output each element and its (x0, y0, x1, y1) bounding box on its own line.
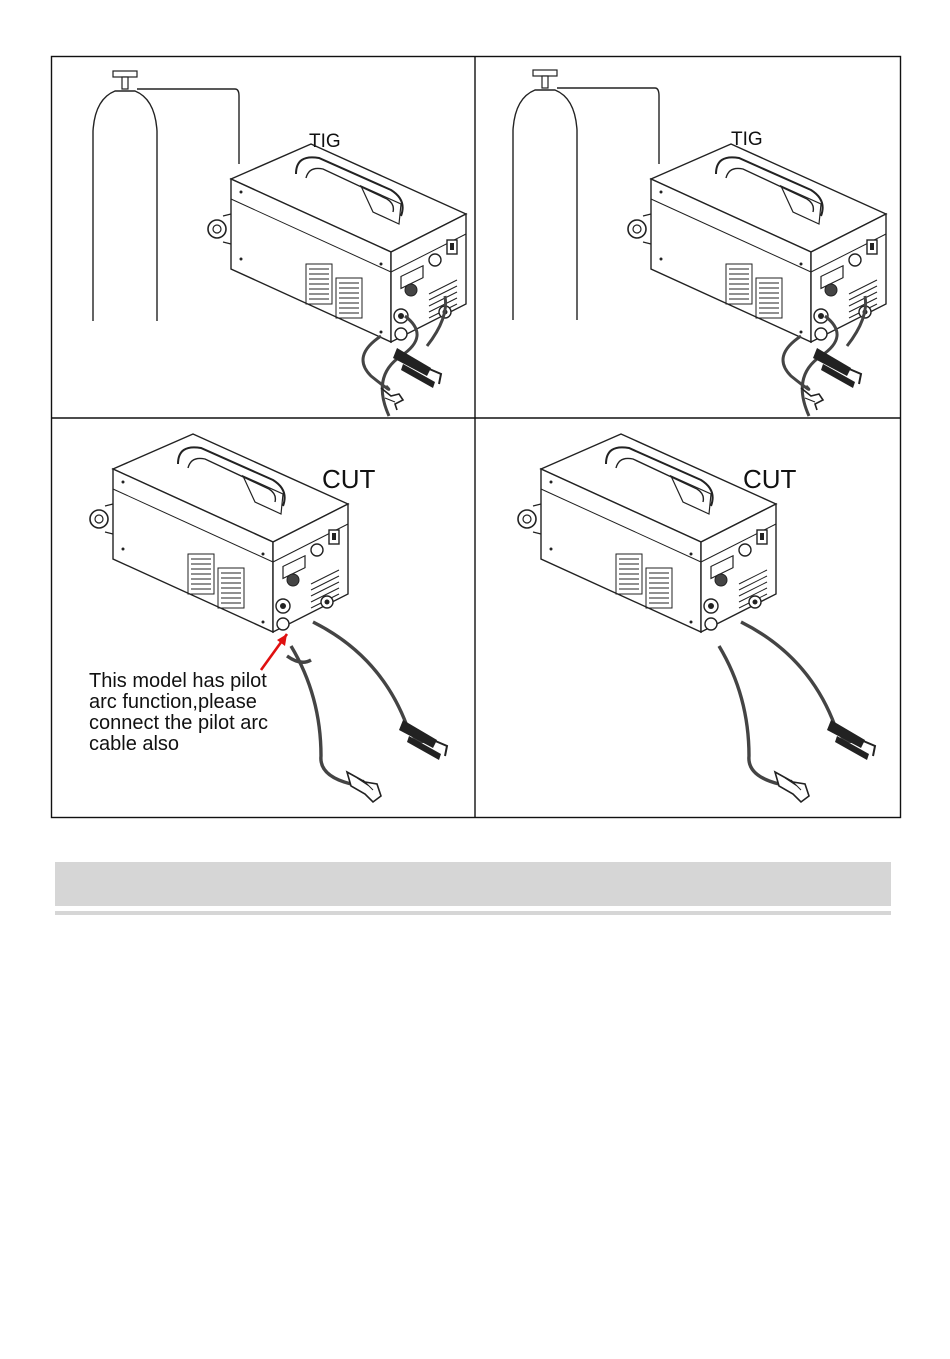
earth-clamp-icon (813, 348, 861, 388)
earth-clamp-icon (827, 720, 875, 760)
panel-cut-2: CUT (518, 434, 875, 802)
earth-clamp-icon (399, 720, 447, 760)
panel-label: TIG (731, 129, 763, 150)
cables (719, 622, 855, 784)
welder-machine-icon (90, 434, 348, 632)
plasma-torch-icon (775, 772, 809, 802)
panel-tig-2: TIG (513, 70, 886, 416)
cables (287, 622, 427, 784)
welder-machine-icon (518, 434, 776, 632)
connection-diagrams: TIG TIG CUT This model has pilot arc fun… (51, 56, 901, 818)
welder-machine-icon (628, 144, 886, 342)
figure-grid: TIG TIG CUT This model has pilot arc fun… (51, 56, 901, 818)
plasma-torch-icon (347, 772, 381, 802)
panel-label: TIG (309, 131, 341, 152)
earth-clamp-icon (393, 348, 441, 388)
pilot-arc-note: This model has pilot arc function,please… (89, 670, 268, 755)
gas-cylinder-icon (513, 70, 577, 320)
gas-cylinder-icon (93, 71, 157, 321)
panel-tig-1: TIG (93, 71, 466, 416)
note-line: arc function,please (89, 691, 257, 713)
welder-machine-icon (208, 144, 466, 342)
note-line: connect the pilot arc (89, 712, 268, 734)
panel-label: CUT (322, 464, 376, 494)
section-divider (55, 911, 891, 915)
note-line: cable also (89, 733, 179, 755)
panel-cut-1: CUT This model has pilot arc function,pl… (89, 434, 447, 802)
panel-label: CUT (743, 464, 797, 494)
note-line: This model has pilot (89, 670, 267, 692)
section-header-bar (55, 862, 891, 906)
